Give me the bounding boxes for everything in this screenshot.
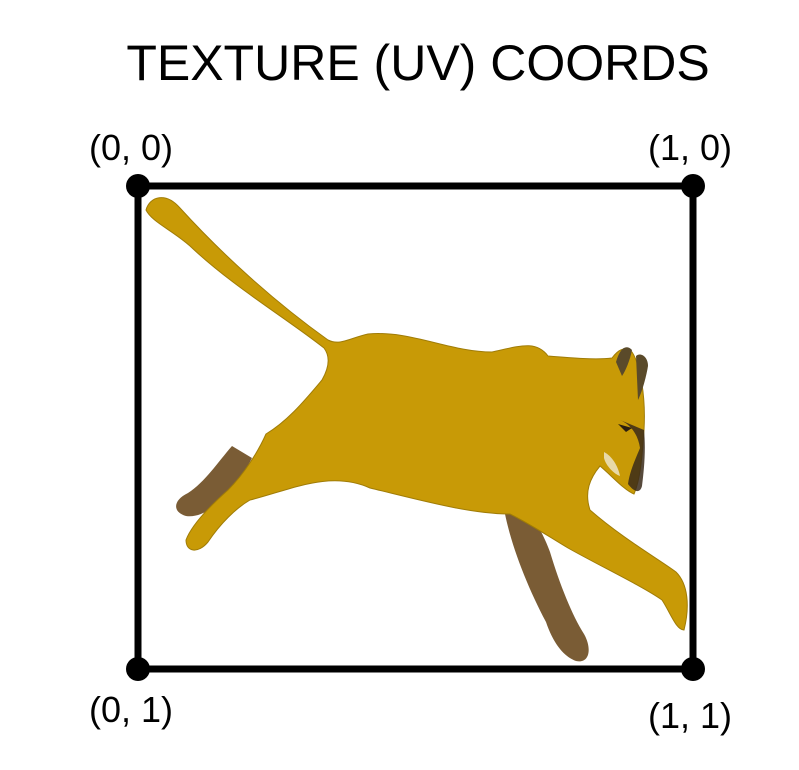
corner-point-top-left (126, 174, 150, 198)
cougar-body (145, 197, 688, 631)
corner-label-bottom-left: (0, 1) (89, 689, 173, 730)
cougar-ear (616, 347, 632, 376)
cougar-eye (618, 424, 632, 432)
cougar-hind-leg-far (176, 446, 252, 517)
cougar-face-markings (620, 420, 645, 492)
corner-label-top-right: (1, 0) (648, 127, 732, 168)
corner-label-bottom-right: (1, 1) (648, 695, 732, 736)
diagram-title: TEXTURE (UV) COORDS (126, 35, 709, 91)
corner-point-bottom-left (126, 657, 150, 681)
cougar-ear-far (636, 354, 648, 400)
corner-point-top-right (681, 174, 705, 198)
uv-frame (134, 182, 697, 673)
cougar-muzzle (604, 452, 620, 476)
corner-label-top-left: (0, 0) (89, 127, 173, 168)
cougar-texture-image (145, 197, 688, 662)
cougar-front-leg-far (505, 512, 589, 662)
corner-point-bottom-right (681, 657, 705, 681)
